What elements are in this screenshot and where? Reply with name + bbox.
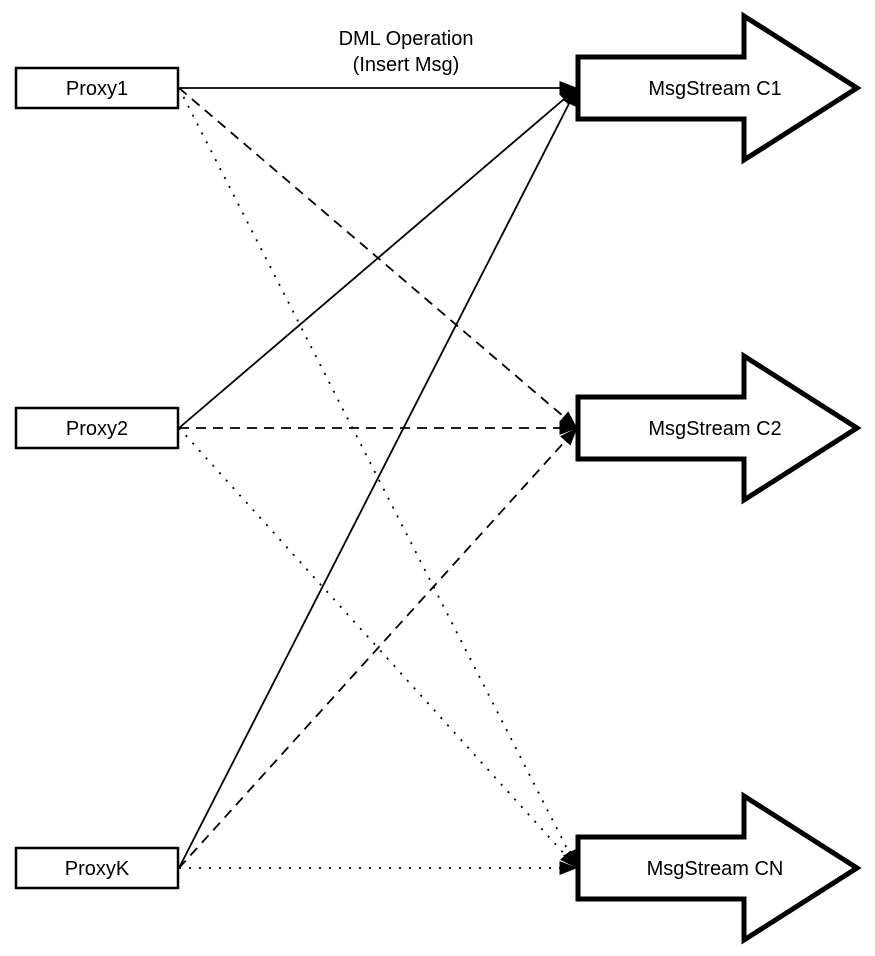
node-msgstream-cn[interactable]: MsgStream CN — [575, 791, 862, 945]
diagram-title-line2: (Insert Msg) — [353, 54, 460, 76]
edge-layer — [178, 81, 578, 875]
diagram-title-line1: DML Operation — [339, 28, 474, 50]
node-msgstream-c1[interactable]: MsgStream C1 — [575, 11, 862, 165]
msgstream-cn-arrow-shape — [575, 791, 862, 945]
msgstream-c2-label: MsgStream C2 — [648, 418, 781, 440]
msgstream-c1-arrow-shape — [575, 11, 862, 165]
msgstream-cn-label: MsgStream CN — [647, 858, 784, 880]
node-proxy2[interactable]: Proxy2 — [14, 406, 180, 450]
proxy1-box — [14, 66, 180, 110]
proxy1-label: Proxy1 — [66, 78, 128, 100]
proxy2-box — [14, 406, 180, 450]
edge-proxyk-c2 — [178, 427, 578, 869]
msgstream-c2-arrow-shape — [575, 351, 862, 505]
proxyk-box — [14, 846, 180, 890]
node-proxy1[interactable]: Proxy1 — [14, 66, 180, 110]
edge-proxy1-c2 — [178, 87, 578, 429]
msgstream-c1-label: MsgStream C1 — [648, 78, 781, 100]
edge-proxyk-c1 — [178, 87, 578, 869]
proxy2-label: Proxy2 — [66, 418, 128, 440]
proxyk-label: ProxyK — [65, 858, 130, 880]
node-msgstream-c2[interactable]: MsgStream C2 — [575, 351, 862, 505]
node-proxyk[interactable]: ProxyK — [14, 846, 180, 890]
